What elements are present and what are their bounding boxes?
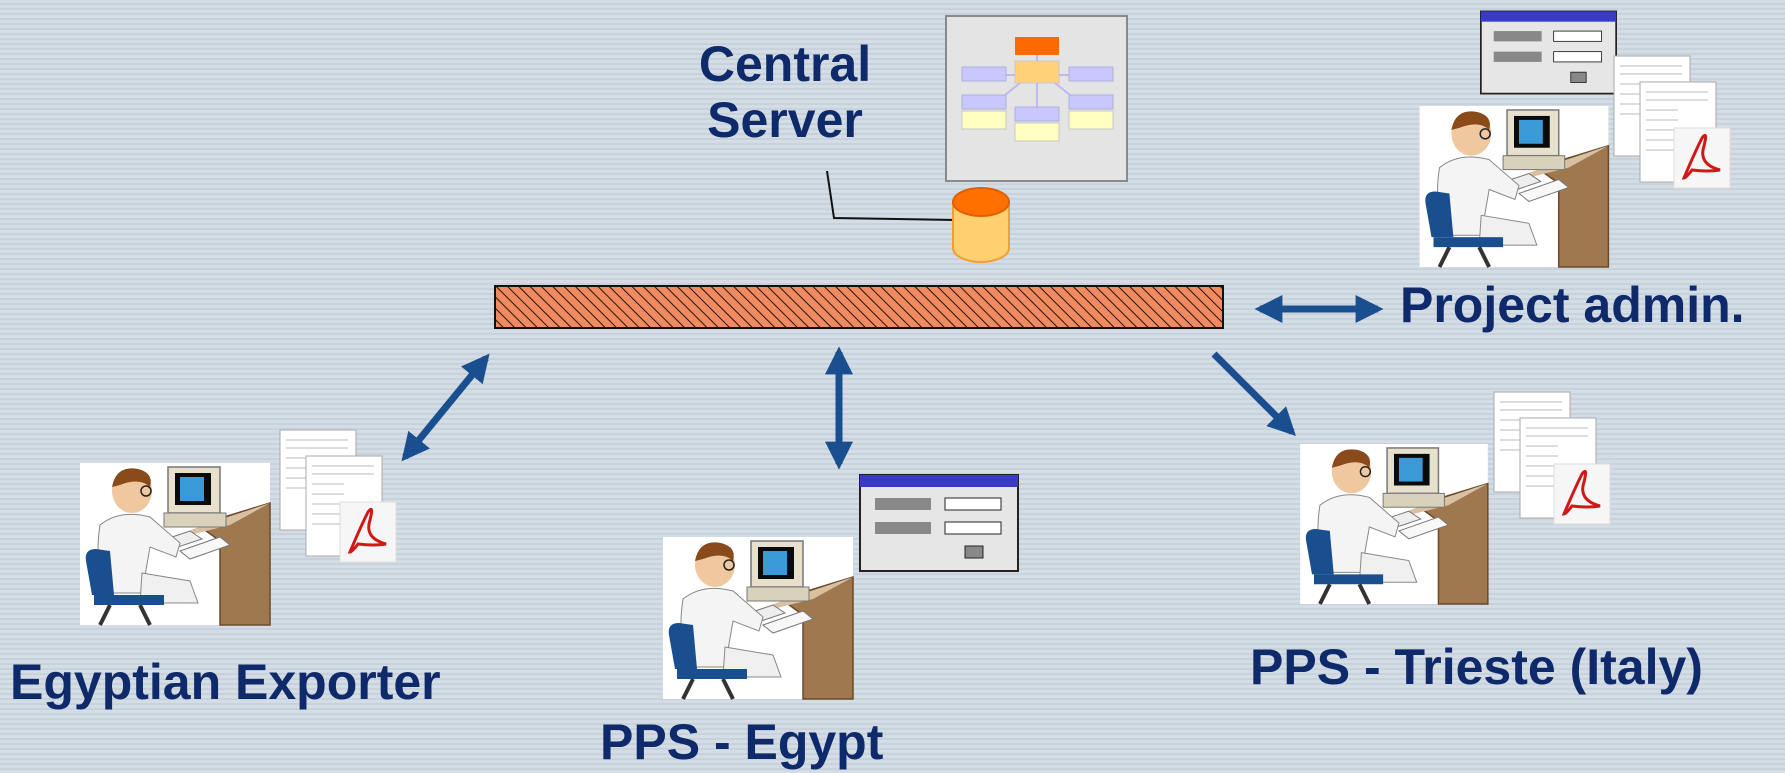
- user-at-computer-icon: [663, 537, 854, 700]
- arrow-exporter-icon: [401, 353, 490, 462]
- database-icon: [952, 187, 1010, 263]
- central-server-label-line2: Server: [707, 92, 863, 148]
- user-at-computer-icon: [1300, 444, 1489, 605]
- pdf-documents-icon: [1493, 391, 1611, 525]
- pdf-documents-icon: [1613, 55, 1731, 189]
- central-server-label-line1: Central: [698, 36, 872, 92]
- egyptian-exporter-label: Egyptian Exporter: [10, 654, 441, 710]
- user-at-computer-icon: [80, 463, 271, 626]
- project-admin-label: Project admin.: [1400, 277, 1745, 333]
- org-chart-icon: [945, 15, 1128, 182]
- arrow-pps-trieste-icon: [1211, 351, 1296, 436]
- user-at-computer-icon: [1419, 106, 1610, 268]
- form-window-icon: [859, 474, 1019, 572]
- pps-egypt-label: PPS - Egypt: [600, 714, 884, 770]
- pdf-documents-icon: [279, 429, 397, 563]
- pps-trieste-label: PPS - Trieste (Italy): [1250, 639, 1703, 695]
- network-bus-icon: [494, 285, 1224, 329]
- central-server-label: Central Server: [690, 36, 880, 148]
- form-window-icon: [1480, 10, 1617, 95]
